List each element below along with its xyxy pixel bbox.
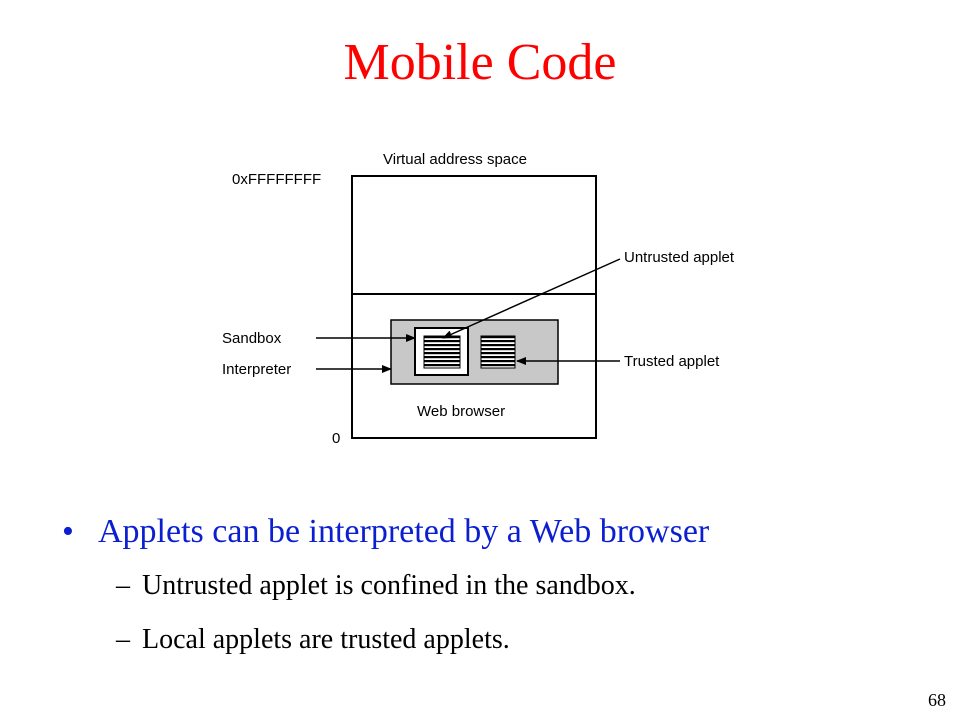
main-bullet-text: Applets can be interpreted by a Web brow… bbox=[98, 513, 710, 550]
address-space-box bbox=[351, 175, 597, 439]
top-address-label: 0xFFFFFFFF bbox=[232, 171, 321, 188]
main-bullet: • Applets can be interpreted by a Web bro… bbox=[62, 510, 709, 554]
untrusted-applet-block bbox=[423, 335, 461, 369]
untrusted-applet-arrow bbox=[442, 258, 621, 339]
sub-bullet-1-text: Untrusted applet is confined in the sand… bbox=[142, 570, 636, 601]
web-browser-label: Web browser bbox=[417, 403, 505, 420]
trusted-applet-label: Trusted applet bbox=[624, 353, 720, 370]
page-number: 68 bbox=[928, 690, 946, 710]
untrusted-applet-label: Untrusted applet bbox=[624, 249, 735, 266]
interpreter-label: Interpreter bbox=[222, 361, 291, 378]
address-space-label: Virtual address space bbox=[383, 151, 527, 168]
bottom-address-label: 0 bbox=[332, 430, 340, 447]
bullet-dot: • bbox=[62, 513, 74, 550]
slide-title: Mobile Code bbox=[343, 34, 617, 91]
sandbox-label: Sandbox bbox=[222, 330, 282, 347]
sub-bullet-dash: – bbox=[116, 570, 130, 601]
sub-bullet-1: –Untrusted applet is confined in the san… bbox=[116, 568, 636, 604]
trusted-applet-block bbox=[480, 335, 516, 369]
sub-bullet-2: –Local applets are trusted applets. bbox=[116, 622, 510, 658]
sub-bullet-2-text: Local applets are trusted applets. bbox=[142, 624, 510, 655]
sub-bullet-dash: – bbox=[116, 624, 130, 655]
